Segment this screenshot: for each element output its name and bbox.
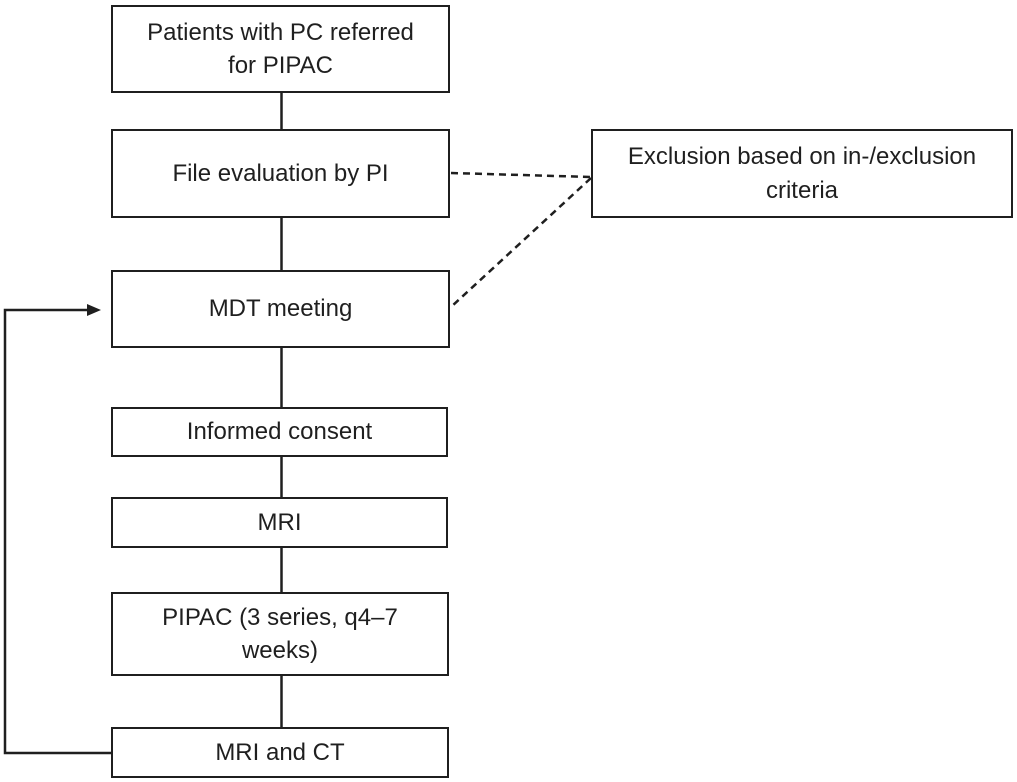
node-pipac-series: PIPAC (3 series, q4–7 weeks)	[111, 592, 449, 676]
node-label: MRI and CT	[215, 738, 345, 766]
node-informed-consent: Informed consent	[111, 407, 448, 457]
node-exclusion: Exclusion based on in-/exclusion criteri…	[591, 129, 1013, 218]
node-label: Exclusion based on in-/exclusion criteri…	[627, 143, 977, 204]
node-mri: MRI	[111, 497, 448, 548]
node-mdt-meeting: MDT meeting	[111, 270, 450, 348]
node-label: MRI	[257, 508, 302, 536]
edge-mrict-to-mdt-loop	[3, 304, 111, 755]
node-label: Informed consent	[186, 418, 373, 446]
edge-mdt-to-exclusion-dashed	[450, 177, 592, 308]
node-patients-referred: Patients with PC referred for PIPAC	[111, 5, 450, 93]
node-label: File evaluation by PI	[172, 159, 389, 187]
node-mri-and-ct: MRI and CT	[111, 727, 449, 778]
edge-fileeval-to-exclusion-dashed	[450, 171, 592, 179]
node-label: Patients with PC referred for PIPAC	[147, 18, 414, 79]
node-label: PIPAC (3 series, q4–7 weeks)	[162, 603, 398, 664]
node-label: MDT meeting	[208, 295, 353, 323]
node-file-evaluation: File evaluation by PI	[111, 129, 450, 218]
